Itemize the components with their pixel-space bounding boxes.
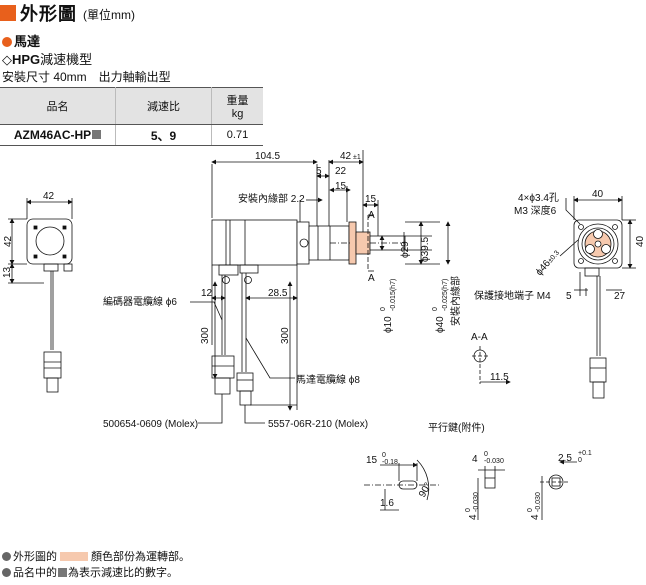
page-title: 外形圖	[20, 4, 77, 24]
connector-2-label: 5557-06R-210 (Molex)	[268, 419, 368, 430]
dim-kv4b-tol-top: 0	[527, 508, 534, 512]
dim-left-height: 42	[3, 235, 14, 247]
dim-k4-tol-bot: -0.030	[484, 458, 504, 465]
dim-k2-5-tol-bot: 0	[578, 457, 582, 464]
gray-dot-icon	[2, 567, 11, 577]
dim-left-13: 13	[2, 266, 13, 278]
dim-phi40: ϕ40	[435, 316, 446, 333]
section-mark-bottom: A	[368, 273, 375, 284]
cell-weight: 0.71	[211, 124, 263, 146]
dim-k1-6: 1.6	[380, 498, 394, 509]
dim-300b: 300	[280, 327, 291, 344]
motor-heading: 馬達	[2, 31, 40, 50]
dim-phi39-5: ϕ39.5	[420, 236, 431, 262]
dim-phi29: ϕ29	[400, 241, 411, 258]
dim-k4: 4	[472, 454, 478, 465]
col-name: 品名	[0, 87, 116, 125]
right-view	[559, 196, 636, 399]
dim-104-5: 104.5	[255, 151, 280, 162]
pink-swatch	[60, 551, 88, 561]
dim-42-tol: ±1	[353, 154, 361, 161]
section-aa-label: A-A	[471, 332, 488, 343]
cell-ratio: 5、9	[115, 124, 212, 146]
section-mark-top: A	[368, 210, 375, 221]
mount-heading: 安裝尺寸 40mm 出力軸輸出型	[2, 70, 171, 84]
dim-kv4a: 4	[468, 514, 479, 520]
header-square-icon	[0, 5, 16, 21]
dim-phi40-tol-bot: -0.025(h7)	[442, 279, 449, 311]
center-view	[190, 150, 451, 424]
dim-phi40-tol-top: 0	[432, 307, 439, 311]
dim-11-5: 11.5	[490, 372, 509, 383]
holes-label: 4×ϕ3.4孔	[518, 192, 559, 204]
parallel-key-view	[364, 459, 577, 520]
dim-42: 42	[340, 151, 352, 162]
connector-1-label: 500654-0609 (Molex)	[103, 419, 198, 430]
dim-kv4a-tol-bot: -0.030	[473, 492, 480, 512]
dim-300a: 300	[200, 327, 211, 344]
page-header: 外形圖 (單位mm)	[0, 2, 135, 24]
encoder-cable-label: 編碼器電纜線 ϕ6	[103, 295, 177, 308]
dim-kv4a-tol-top: 0	[465, 508, 472, 512]
dim-r5: 5	[566, 291, 572, 302]
orange-dot-icon	[2, 37, 12, 47]
gray-square-icon	[58, 567, 67, 577]
gray-square-icon	[92, 130, 102, 139]
dim-k15: 15	[366, 455, 378, 466]
dim-k4-tol-top: 0	[484, 451, 488, 458]
note-rotating-part: 外形圖的顏色部份為運轉部。	[2, 548, 190, 564]
unit-label: (單位mm)	[83, 8, 135, 22]
type-heading: ◇HPG減速機型	[2, 52, 93, 67]
dim-28-5: 28.5	[268, 288, 288, 299]
dim-15a: 15	[335, 181, 347, 192]
dim-r27: 27	[614, 291, 626, 302]
dim-phi10-tol-top: 0	[380, 307, 387, 311]
dim-right-width: 40	[592, 189, 604, 200]
key-label: 平行鍵(附件)	[428, 421, 485, 434]
motor-cable-label: 馬達電纜線 ϕ8	[296, 373, 360, 386]
table-row: AZM46AC-HP 5、9 0.71	[0, 124, 263, 146]
dim-right-height: 40	[635, 235, 646, 247]
dim-kv4b: 4	[530, 514, 541, 520]
pcd-label: ϕ46±0.3	[534, 248, 562, 278]
ground-terminal-label: 保護接地端子 M4	[474, 289, 551, 302]
dim-22: 22	[335, 166, 347, 177]
col-ratio: 減速比	[115, 87, 212, 125]
cell-product: AZM46AC-HP	[0, 124, 116, 146]
dim-15b: 15	[365, 194, 377, 205]
dim-left-width: 42	[43, 191, 55, 202]
m3-depth-label: M3 深度6	[514, 204, 557, 217]
dim-k15-tol-top: 0	[382, 452, 386, 459]
dim-k2-5: 2.5	[558, 453, 572, 464]
section-aa-view	[472, 346, 511, 385]
dim-phi10: ϕ10	[383, 316, 394, 333]
gray-dot-icon	[2, 551, 11, 561]
dim-k90: 90°	[417, 481, 434, 500]
dim-k15-tol-bot: -0.18	[382, 459, 398, 466]
dim-12: 12	[201, 288, 213, 299]
inner-edge-label: 安裝內緣部	[449, 276, 462, 326]
dim-phi10-tol-bot: -0.015(h7)	[390, 279, 397, 311]
inner-line-label: 安裝內緣部 2.2	[238, 192, 305, 205]
note-ratio: 品名中的為表示減速比的數字。	[2, 564, 178, 580]
dim-5: 5	[316, 166, 322, 177]
dim-k2-5-tol-top: +0.1	[578, 450, 592, 457]
dim-kv4b-tol-bot: -0.030	[535, 492, 542, 512]
left-view	[8, 198, 73, 393]
